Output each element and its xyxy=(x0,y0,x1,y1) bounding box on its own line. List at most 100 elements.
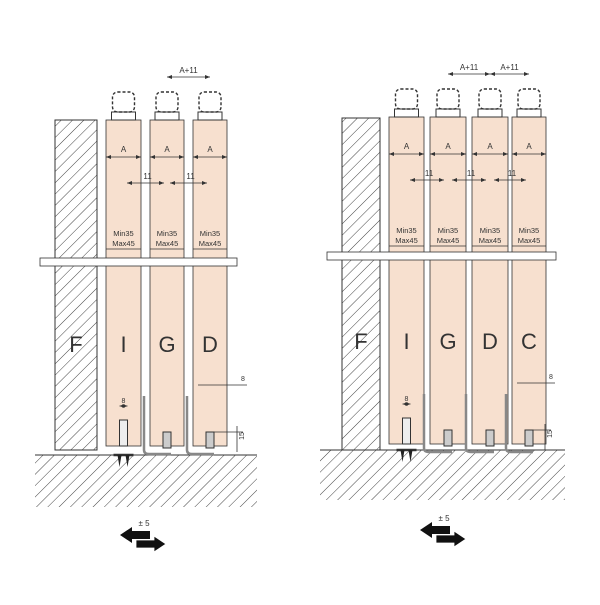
door-width-dimension-arrowhead xyxy=(193,155,198,159)
floor xyxy=(320,450,565,500)
guide-pin xyxy=(443,429,453,447)
adjust-label: ± 5 xyxy=(438,514,450,523)
offset-dimension-arrowhead xyxy=(524,72,529,76)
guide-width-label: 8 xyxy=(405,396,409,403)
adjust-left-arrow-icon xyxy=(420,522,450,538)
guide-width-label: 8 xyxy=(241,376,245,383)
door-width-dimension-arrowhead xyxy=(136,155,141,159)
adjust-left-arrow-icon xyxy=(120,527,150,543)
guide-width-dimension-arrowhead xyxy=(122,404,128,408)
screw-icon xyxy=(408,450,413,462)
door-width-dimension-arrowhead xyxy=(389,152,394,156)
floor-guide-bracket xyxy=(142,396,171,456)
gap-dimension-arrowhead xyxy=(481,178,486,182)
min-thickness-label: Min35 xyxy=(519,226,539,235)
roller-carriage-icon xyxy=(436,88,460,110)
gap-dimension-arrowhead xyxy=(439,178,444,182)
wall xyxy=(54,119,98,451)
min-thickness-label: Min35 xyxy=(396,226,416,235)
wall-letter: F xyxy=(354,329,367,354)
door-width-dimension-arrowhead xyxy=(179,155,184,159)
gap-label: 11 xyxy=(508,169,517,178)
wall xyxy=(341,117,381,451)
gap-label: 11 xyxy=(186,172,195,181)
door-width-dimension-arrowhead xyxy=(503,152,508,156)
door-letter: C xyxy=(521,329,537,354)
offset-dimension-arrowhead xyxy=(205,75,210,79)
offset-dimension-arrowhead xyxy=(490,72,495,76)
screw-icon xyxy=(125,455,130,467)
screw-icon xyxy=(117,455,122,467)
gap-dimension-arrowhead xyxy=(127,181,132,185)
door-width-label: A xyxy=(526,142,532,151)
gap-label: 11 xyxy=(467,169,476,178)
guide-pin xyxy=(485,429,495,447)
max-thickness-label: Max45 xyxy=(518,236,541,245)
gap-label: 11 xyxy=(143,172,152,181)
gap-dimension-arrowhead xyxy=(452,178,457,182)
min-thickness-label: Min35 xyxy=(438,226,458,235)
roller-base xyxy=(197,111,223,121)
section-break-band xyxy=(39,257,238,267)
guide-pin xyxy=(205,431,215,449)
door-letter: I xyxy=(403,329,409,354)
offset-dimension-arrowhead xyxy=(485,72,490,76)
roller-carriage-icon xyxy=(517,88,541,110)
roller-carriage-icon xyxy=(155,91,179,113)
roller-base xyxy=(111,111,136,121)
door-letter: D xyxy=(202,332,218,357)
gap-dimension-arrowhead xyxy=(521,178,526,182)
door-width-dimension-arrowhead xyxy=(150,155,155,159)
door-letter: D xyxy=(482,329,498,354)
door-width-dimension-arrowhead xyxy=(512,152,517,156)
door-width-dimension-arrowhead xyxy=(222,155,227,159)
max-thickness-label: Max45 xyxy=(437,236,460,245)
roller-base xyxy=(516,108,542,118)
offset-label: A+11 xyxy=(460,63,479,72)
section-break-band xyxy=(326,251,557,261)
offset-label: A+11 xyxy=(179,66,198,75)
offset-dimension-arrowhead xyxy=(167,75,172,79)
door-width-label: A xyxy=(404,142,410,151)
roller-carriage-icon xyxy=(394,88,419,110)
max-thickness-label: Max45 xyxy=(112,239,135,248)
door-width-label: A xyxy=(487,142,493,151)
min-thickness-label: Min35 xyxy=(480,226,500,235)
floor-guide-bracket xyxy=(464,394,494,454)
door-panel xyxy=(511,116,547,445)
offset-dimension-arrowhead xyxy=(448,72,453,76)
floor-guide-bracket xyxy=(422,394,452,454)
door-width-label: A xyxy=(207,145,213,154)
guide-height-label: 15 xyxy=(239,432,246,440)
door-width-label: A xyxy=(445,142,451,151)
door-width-label: A xyxy=(121,145,127,154)
max-thickness-label: Max45 xyxy=(199,239,222,248)
gap-dimension-arrowhead xyxy=(494,178,499,182)
door-width-dimension-arrowhead xyxy=(541,152,546,156)
floor-guide-post xyxy=(119,419,128,447)
max-thickness-label: Max45 xyxy=(479,236,502,245)
gap-dimension-arrowhead xyxy=(410,178,415,182)
floor-guide-bracket xyxy=(185,396,214,456)
floor-guide-bracket xyxy=(504,394,533,454)
door-letter: I xyxy=(120,332,126,357)
min-thickness-label: Min35 xyxy=(200,229,220,238)
guide-width-dimension-arrowhead xyxy=(405,402,411,406)
gap-label: 11 xyxy=(425,169,434,178)
door-panel xyxy=(149,119,185,447)
wall-letter: F xyxy=(69,332,82,357)
floor-guide-post xyxy=(402,417,411,445)
guide-pin xyxy=(524,429,534,447)
door-width-dimension-arrowhead xyxy=(106,155,111,159)
max-thickness-label: Max45 xyxy=(395,236,418,245)
guide-pin xyxy=(162,431,172,449)
roller-base xyxy=(154,111,180,121)
min-thickness-label: Min35 xyxy=(157,229,177,238)
roller-carriage-icon xyxy=(198,91,222,113)
screw-icon xyxy=(400,450,405,462)
door-panel xyxy=(429,116,467,445)
roller-base xyxy=(435,108,461,118)
guide-width-label: 8 xyxy=(549,374,553,381)
